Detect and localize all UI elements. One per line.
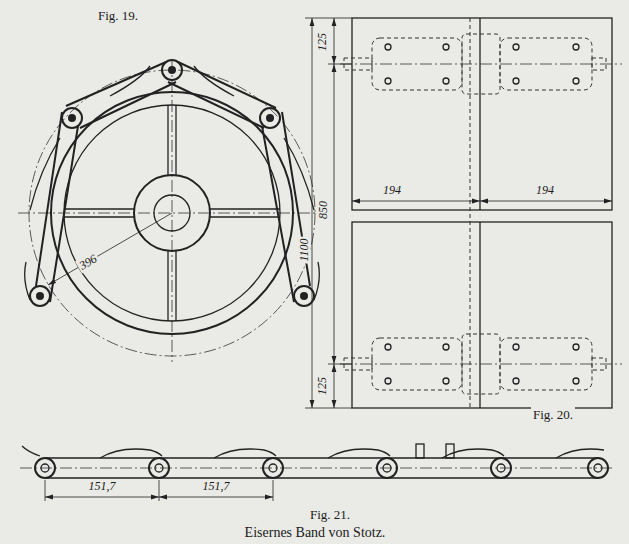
figure-caption: Eisernes Band von Stotz. xyxy=(243,525,388,541)
belt-plates xyxy=(305,18,622,408)
dimension-number: 1100 xyxy=(297,236,311,263)
sprocket-wheel xyxy=(18,60,326,362)
dimension-number: 125 xyxy=(315,375,329,397)
chain-side-view xyxy=(20,444,612,501)
dimension-number: 151,7 xyxy=(201,479,232,493)
figure-label: Fig. 20. xyxy=(531,407,575,422)
dimension-number: 125 xyxy=(315,31,329,53)
figure-label: Fig. 19. xyxy=(96,8,140,23)
dimension-number: 194 xyxy=(534,183,556,197)
dimension-number: 396 xyxy=(75,250,101,273)
dimension-number: 151,7 xyxy=(87,479,118,493)
dimension-number: 850 xyxy=(316,199,330,221)
dimension-number: 194 xyxy=(381,183,403,197)
chain-on-wheel xyxy=(25,60,320,306)
figure-label: Fig. 21. xyxy=(308,507,352,522)
